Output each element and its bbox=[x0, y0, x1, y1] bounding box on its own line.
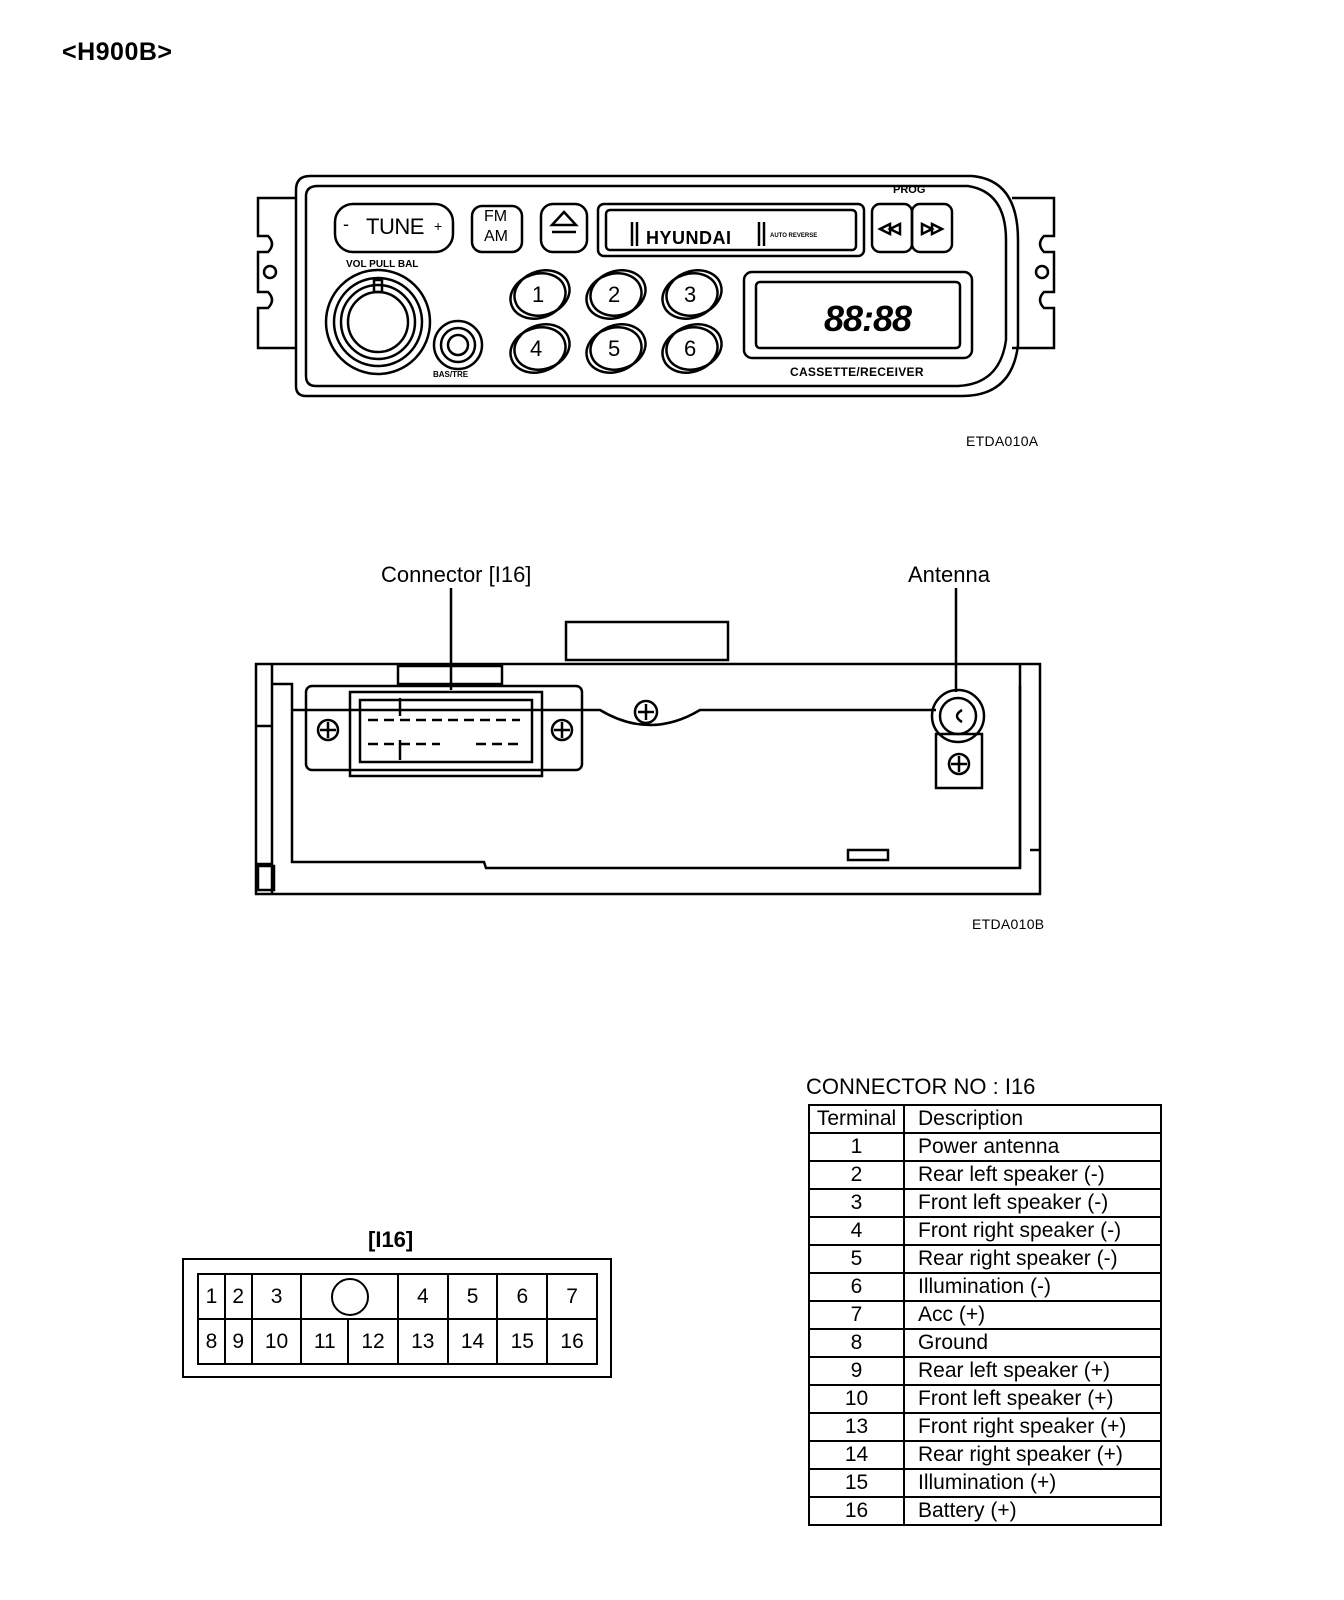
description-cell: Illumination (+) bbox=[904, 1469, 1161, 1498]
description-cell: Rear right speaker (+) bbox=[904, 1441, 1161, 1470]
auto-reverse-label: AUTO REVERSE bbox=[770, 233, 818, 239]
pin-cell: 15 bbox=[496, 1318, 549, 1365]
terminal-cell: 2 bbox=[809, 1161, 905, 1190]
description-cell: Power antenna bbox=[904, 1133, 1161, 1162]
pin-cell: 12 bbox=[347, 1318, 399, 1365]
cassette-receiver-label: CASSETTE/RECEIVER bbox=[790, 365, 924, 379]
pin-cell: 1 bbox=[197, 1273, 226, 1320]
description-cell: Front left speaker (+) bbox=[904, 1385, 1161, 1414]
description-cell: Battery (+) bbox=[904, 1497, 1161, 1526]
bas-tre-label: BAS/TRE bbox=[433, 370, 469, 379]
description-cell: Rear left speaker (-) bbox=[904, 1161, 1161, 1190]
terminal-cell: 8 bbox=[809, 1329, 905, 1358]
figure2-code: ETDA010B bbox=[972, 916, 1045, 932]
terminal-cell: 13 bbox=[809, 1413, 905, 1442]
terminal-cell: 14 bbox=[809, 1441, 905, 1470]
terminal-cell: 5 bbox=[809, 1245, 905, 1274]
vol-label: VOL PULL BAL bbox=[346, 259, 419, 270]
prog-label: PROG bbox=[893, 184, 926, 196]
am-label[interactable]: AM bbox=[484, 228, 508, 245]
terminal-cell: 9 bbox=[809, 1357, 905, 1386]
tune-plus-label: + bbox=[434, 218, 443, 234]
pin-cell: 16 bbox=[546, 1318, 598, 1365]
pin-cell: 8 bbox=[197, 1318, 226, 1365]
fm-label[interactable]: FM bbox=[484, 208, 508, 225]
preset-button-4[interactable]: 4 bbox=[530, 336, 543, 361]
description-header: Description bbox=[904, 1105, 1161, 1134]
tune-minus-label: - bbox=[343, 214, 349, 234]
page-title: <H900B> bbox=[62, 38, 173, 66]
description-cell: Illumination (-) bbox=[904, 1273, 1161, 1302]
pinout-grid: 1 2 3 4 5 6 7 8 9 10 11 12 13 14 15 16 bbox=[197, 1273, 598, 1365]
description-cell: Front right speaker (+) bbox=[904, 1413, 1161, 1442]
connector-table-title: CONNECTOR NO : I16 bbox=[806, 1074, 1036, 1099]
pin-cell: 4 bbox=[396, 1273, 449, 1320]
terminal-cell: 7 bbox=[809, 1301, 905, 1330]
preset-button-5[interactable]: 5 bbox=[608, 336, 621, 361]
preset-button-6[interactable]: 6 bbox=[684, 336, 697, 361]
connector-callout: Connector [I16] bbox=[381, 562, 532, 587]
description-cell: Front right speaker (-) bbox=[904, 1217, 1161, 1246]
description-cell: Acc (+) bbox=[904, 1301, 1161, 1330]
pinout-frame bbox=[182, 1258, 612, 1378]
table-header-row: Terminal Description bbox=[809, 1105, 1161, 1134]
terminal-cell: 10 bbox=[809, 1385, 905, 1414]
pin-cell: 6 bbox=[496, 1273, 549, 1320]
description-cell: Rear right speaker (-) bbox=[904, 1245, 1161, 1274]
antenna-callout: Antenna bbox=[908, 562, 990, 587]
terminal-cell: 16 bbox=[809, 1497, 905, 1526]
preset-button-3[interactable]: 3 bbox=[684, 282, 697, 307]
terminal-cell: 4 bbox=[809, 1217, 905, 1246]
terminal-header: Terminal bbox=[809, 1105, 905, 1134]
pin-cell: 14 bbox=[446, 1318, 499, 1365]
terminal-cell: 3 bbox=[809, 1189, 905, 1218]
display-digits: 88:88 bbox=[824, 298, 912, 339]
description-cell: Ground bbox=[904, 1329, 1161, 1358]
preset-button-1[interactable]: 1 bbox=[532, 282, 545, 307]
figure1-code: ETDA010A bbox=[966, 433, 1039, 449]
pin-cell: 10 bbox=[250, 1318, 303, 1365]
brand-label: HYUNDAI bbox=[646, 228, 732, 248]
tune-button-label[interactable]: TUNE bbox=[366, 214, 424, 239]
terminal-cell: 1 bbox=[809, 1133, 905, 1162]
description-cell: Rear left speaker (+) bbox=[904, 1357, 1161, 1386]
description-cell: Front left speaker (-) bbox=[904, 1189, 1161, 1218]
pin-cell: 7 bbox=[546, 1273, 598, 1320]
pin-cell: 5 bbox=[446, 1273, 499, 1320]
pin-cell: 2 bbox=[223, 1273, 253, 1320]
preset-button-2[interactable]: 2 bbox=[608, 282, 621, 307]
terminal-cell: 6 bbox=[809, 1273, 905, 1302]
pin-key-cell bbox=[300, 1273, 399, 1320]
pin-cell: 9 bbox=[223, 1318, 253, 1365]
terminal-cell: 15 bbox=[809, 1469, 905, 1498]
pin-cell: 3 bbox=[250, 1273, 303, 1320]
pin-cell: 11 bbox=[300, 1318, 350, 1365]
pin-cell: 13 bbox=[396, 1318, 449, 1365]
connector-key-icon bbox=[330, 1277, 369, 1316]
pinout-title: [I16] bbox=[368, 1227, 414, 1252]
